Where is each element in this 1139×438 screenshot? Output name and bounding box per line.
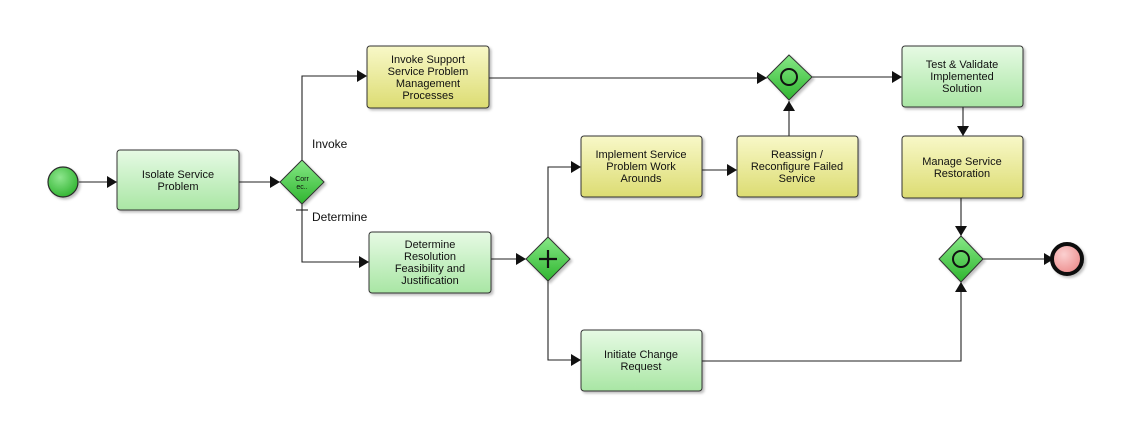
edge-decision-determine[interactable] — [301, 204, 369, 263]
edge-decision-invoke[interactable] — [301, 75, 367, 160]
edge-label-invoke: Invoke — [312, 137, 348, 151]
label-line: Resolution — [404, 251, 456, 263]
label-line: Manage Service — [922, 156, 1002, 168]
label-line: Restoration — [934, 168, 990, 180]
label-line: Service — [779, 173, 816, 185]
plus-icon — [539, 250, 557, 268]
label-line: Problem Work — [606, 161, 676, 173]
label-line: Solution — [942, 83, 982, 95]
gateway-merge-top[interactable] — [766, 54, 813, 101]
label-line: Feasibility and — [395, 263, 465, 275]
label-line: Implement Service — [595, 149, 686, 161]
circle-icon — [952, 250, 970, 268]
gateway-merge-bottom[interactable] — [938, 235, 984, 283]
edge-label-determine: Determine — [312, 210, 368, 224]
label-line: Arounds — [621, 173, 662, 185]
label-line: Management — [396, 78, 460, 90]
edge-parallel-initiate[interactable] — [547, 281, 581, 361]
label-line: Service Problem — [388, 66, 469, 78]
start-event[interactable] — [47, 166, 79, 198]
label-line: Initiate Change — [604, 349, 678, 361]
label-line: ec.. — [296, 184, 307, 191]
label-line: Corr — [295, 176, 309, 183]
label-line: Processes — [402, 90, 454, 102]
label-line: Justification — [401, 275, 458, 287]
label-line: Request — [621, 361, 662, 373]
connectors — [79, 70, 1054, 366]
gateway-parallel[interactable] — [525, 236, 571, 282]
edge-initiate-mergebottom[interactable] — [702, 282, 962, 362]
label-line: Problem — [158, 181, 199, 193]
label-line: Reconfigure Failed — [751, 161, 843, 173]
label-line: Test & Validate — [926, 59, 999, 71]
label-line: Implemented — [930, 71, 994, 83]
edge-parallel-implement[interactable] — [547, 166, 581, 237]
label-line: Invoke Support — [391, 54, 465, 66]
end-event[interactable] — [1050, 242, 1084, 276]
circle-icon — [780, 68, 798, 86]
label-line: Reassign / — [771, 149, 824, 161]
label-line: Determine — [405, 239, 456, 251]
label-line: Isolate Service — [142, 169, 214, 181]
